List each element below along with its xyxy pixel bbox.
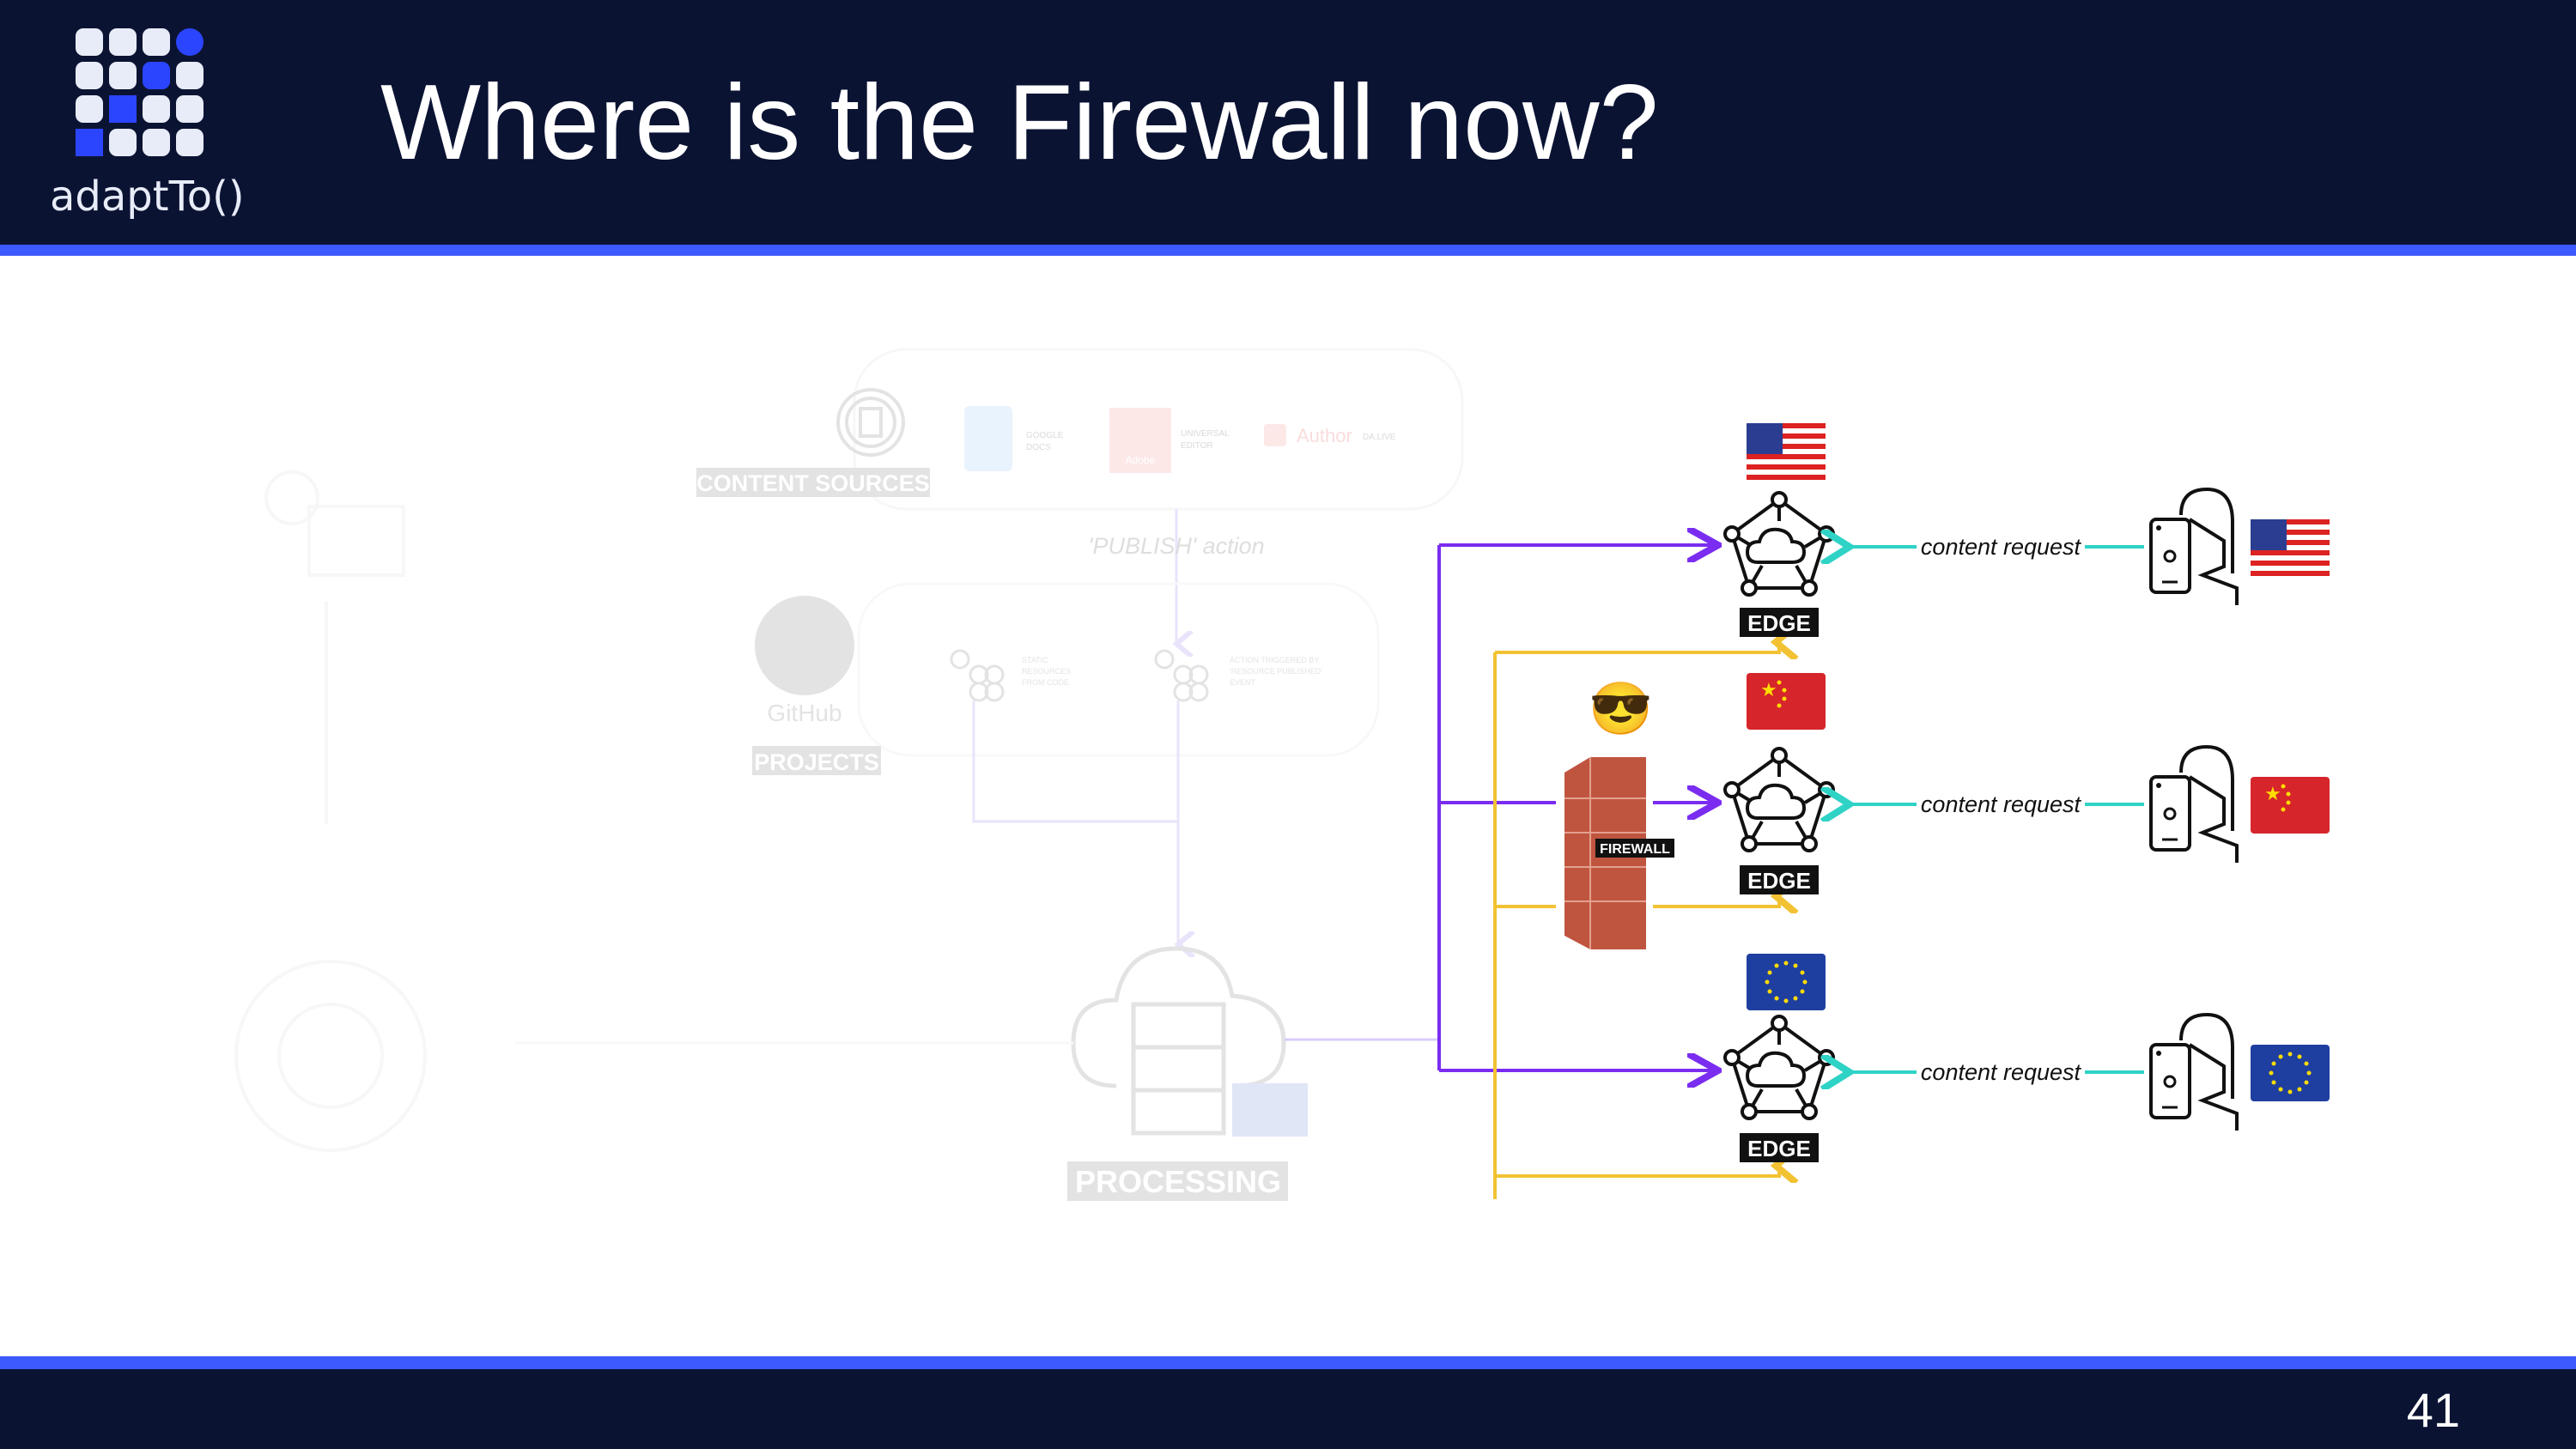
edge-node-cn: EDGE [1723,673,1835,894]
edge-network-icon [1723,491,1835,597]
firewall-brick-wall-icon: FIREWALL [1564,757,1674,949]
us-flag-icon [1747,423,1826,480]
svg-text:EDITOR: EDITOR [1181,441,1213,451]
slide-title: Where is the Firewall now? [380,64,1659,182]
svg-text:DOCS: DOCS [1026,443,1051,452]
request-eu: content request [1846,1013,2330,1132]
cn-flag-icon [1747,673,1826,730]
logo-text: adaptTo() [50,173,245,221]
request-cn: content request [1846,745,2330,864]
svg-text:STATIC: STATIC [1022,656,1048,664]
svg-text:FROM CODE: FROM CODE [1022,678,1069,687]
svg-text:GOOGLE: GOOGLE [1026,431,1064,440]
author-icon [1264,424,1286,446]
edge-node-eu: EDGE [1723,954,1835,1162]
edge-label: EDGE [1747,868,1811,894]
header-accent-bar [0,245,2576,256]
gear-document-icon [836,388,905,457]
svg-text:'RESOURCE PUBLISHED': 'RESOURCE PUBLISHED' [1230,667,1322,676]
workflow-icon-2 [1154,649,1209,702]
projects-label: PROJECTS [754,749,879,775]
us-flag-icon [2251,519,2330,576]
content-request-label: content request [1921,791,2082,817]
page-number: 41 [2406,1383,2460,1437]
eu-flag-icon [1747,954,1826,1010]
content-sources-label: CONTENT SOURCES [696,470,930,496]
faded-background-diagram: CONTENT SOURCES GOOGLE DOCS Adobe UNIVER… [234,348,1464,1201]
edge-label: EDGE [1747,610,1811,636]
cn-flag-icon [2251,777,2330,834]
edge-network-icon [1723,747,1835,852]
request-us: content request [1846,488,2330,607]
content-request-label: content request [1921,534,2082,560]
svg-text:Adobe: Adobe [1126,454,1156,466]
svg-text:ACTION TRIGGERED BY: ACTION TRIGGERED BY [1230,656,1319,664]
mobile-user-icon [2149,488,2239,607]
slide-header [0,0,2576,245]
svg-text:RESOURCES: RESOURCES [1022,667,1071,676]
adobe-icon [1109,408,1171,473]
svg-text:UNIVERSAL: UNIVERSAL [1181,429,1230,439]
publish-action-label: 'PUBLISH' action [1088,533,1264,559]
eu-flag-icon [2251,1045,2330,1101]
faded-author-icon [264,470,405,824]
faded-network-icon [234,960,427,1152]
logo-grid-icon [76,28,204,156]
content-sources-box [853,348,1464,511]
svg-text:EVENT: EVENT [1230,678,1256,687]
google-docs-icon [964,406,1012,471]
mobile-user-icon [2149,745,2239,864]
edge-network-icon [1723,1015,1835,1120]
edge-node-us: EDGE [1723,423,1835,637]
slide-footer [0,1369,2576,1449]
github-icon [755,596,854,695]
svg-text:Author: Author [1297,425,1352,446]
processing-label: PROCESSING [1075,1164,1281,1199]
svg-text:DA.LIVE: DA.LIVE [1363,433,1396,442]
sunglasses-emoji-icon: 😎 [1589,680,1653,737]
origin-connections [1437,545,1715,1070]
firewall-label: FIREWALL [1600,842,1670,857]
content-request-label: content request [1921,1059,2082,1085]
svg-text:GitHub: GitHub [767,700,841,726]
secondary-connections [1493,642,1779,1199]
edge-label: EDGE [1747,1136,1811,1161]
content-sources-label-box [696,468,930,497]
projects-box [857,582,1380,757]
processing-eu-flag [1232,1083,1308,1137]
adaptto-logo: adaptTo() [50,28,245,221]
workflow-icon-1 [950,649,1005,702]
footer-accent-bar [0,1356,2576,1369]
mobile-user-icon [2149,1013,2239,1132]
